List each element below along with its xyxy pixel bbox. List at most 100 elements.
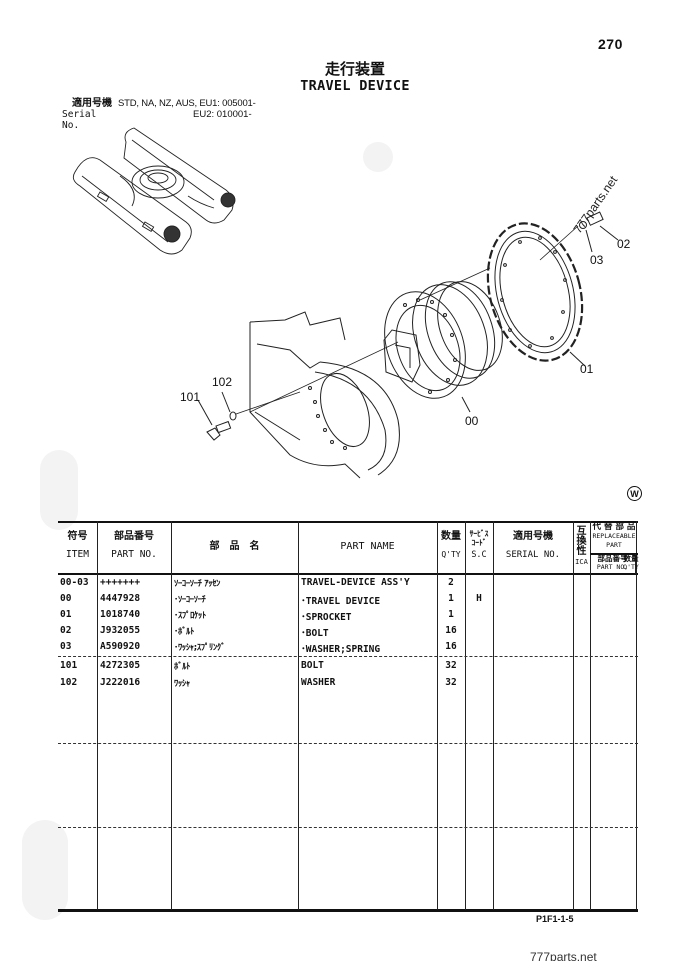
row-group-separator	[58, 827, 638, 828]
header-replaceable: 代 替 部 品 REPLACEABLE PART	[590, 523, 638, 550]
callout-101: 101	[180, 390, 201, 404]
table-row[interactable]: 01 1018740 ･ｽﾌﾟﾛｹｯﾄ ･SPROCKET 1	[58, 607, 638, 623]
header-repl-qty-en: Q'TY	[623, 563, 639, 571]
repl-subheader-rule	[590, 553, 638, 555]
cell-qty: 16	[445, 625, 457, 636]
parts-table: 符号 ITEM 部品番号 PART NO. 部 品 名 PART NAME 数量…	[58, 521, 641, 913]
header-ica-jp1: 互	[576, 526, 587, 537]
header-repl-en1: REPLACEABLE	[592, 532, 636, 540]
cell-name-jp: ﾎﾞﾙﾄ	[174, 662, 191, 672]
serial-label-en: Serial No.	[62, 109, 97, 131]
header-repl-qty-jp: 数量	[623, 554, 639, 563]
cell-qty: 32	[445, 677, 457, 688]
header-service-code: ｻｰﾋﾞｽ ｺｰﾄﾞ S.C	[465, 529, 493, 561]
header-repl-qty: 数量 Q'TY	[621, 554, 641, 572]
scan-smudge	[363, 142, 393, 172]
frame-bracket-illustration	[249, 311, 400, 479]
header-repl-part-no: 部品番号 PART NO.	[590, 555, 635, 572]
cell-part-no: 4272305	[100, 660, 141, 671]
callout-03: 03	[590, 253, 604, 267]
cell-name-en: ･SPROCKET	[301, 612, 352, 623]
cell-name-jp: ｿｰｺｰｿｰﾁ ｱｯｾﾝ	[174, 579, 221, 589]
callout-00: 00	[465, 414, 479, 428]
col-divider	[465, 521, 467, 910]
col-divider	[635, 554, 637, 574]
serial-label-jp: 適用号機	[72, 98, 112, 109]
header-item-en: ITEM	[66, 549, 89, 560]
table-row[interactable]: 00-03 +++++++ ｿｰｺｰｿｰﾁ ｱｯｾﾝ TRAVEL-DEVICE…	[58, 575, 638, 591]
header-qty-en: Q'TY	[441, 550, 461, 559]
page-title-jp: 走行装置	[324, 60, 385, 78]
row-group-separator	[58, 656, 638, 657]
header-ica-en: ICA	[575, 558, 588, 566]
cell-qty: 1	[448, 609, 454, 620]
table-row[interactable]: 03 A590920 ･ﾜｯｼｬ;ｽﾌﾟﾘﾝｸﾞ ･WASHER;SPRING …	[58, 639, 638, 655]
cell-name-en: ･WASHER;SPRING	[301, 644, 381, 655]
bolt-02-illustration	[579, 211, 604, 229]
callout-02: 02	[617, 237, 631, 251]
cell-name-jp: ･ｿｰｺｰｿｰﾁ	[174, 595, 206, 605]
cell-name-en: ･BOLT	[301, 628, 329, 639]
cell-name-en: TRAVEL-DEVICE ASS'Y	[301, 577, 410, 588]
cell-qty: 32	[445, 660, 457, 671]
header-serial-jp: 適用号機	[513, 531, 553, 542]
cell-item: 03	[60, 641, 72, 652]
cell-part-no: J222016	[100, 677, 141, 688]
page-number: 270	[598, 36, 623, 52]
travel-motor-illustration	[383, 281, 503, 399]
cell-name-en: BOLT	[301, 660, 324, 671]
col-divider	[636, 521, 638, 910]
table-row[interactable]: 02 J932055 ･ﾎﾞﾙﾄ ･BOLT 16	[58, 623, 638, 639]
cell-name-jp: ･ｽﾌﾟﾛｹｯﾄ	[174, 611, 206, 621]
header-ica-jp2: 換	[576, 536, 587, 547]
header-qty: 数量 Q'TY	[437, 531, 465, 561]
row-group-separator	[58, 743, 638, 744]
table-top-rule	[58, 521, 638, 523]
header-partno-jp: 部品番号	[114, 531, 154, 542]
col-divider	[590, 521, 592, 910]
cell-qty: 2	[448, 577, 454, 588]
header-item: 符号 ITEM	[58, 531, 97, 561]
figure-code: P1F1-1-5	[536, 914, 574, 924]
cell-item: 00-03	[60, 577, 89, 588]
footer-watermark: 777parts.net	[530, 950, 597, 961]
header-interchangeability: 互 換 性 ICA	[573, 527, 590, 567]
header-repl-en2: PART	[606, 541, 622, 549]
cell-part-no: +++++++	[100, 577, 141, 588]
cell-item: 00	[60, 593, 72, 604]
header-partno-en: PART NO.	[111, 549, 157, 560]
header-sc-jp1: ｻｰﾋﾞｽ	[469, 529, 489, 538]
col-divider	[298, 521, 300, 910]
header-name-jp: 部 品 名	[209, 541, 260, 552]
table-row[interactable]: 101 4272305 ﾎﾞﾙﾄ BOLT 32	[58, 658, 638, 674]
bolt-101-illustration	[206, 411, 237, 441]
cell-part-no: A590920	[100, 641, 141, 652]
scan-smudge	[40, 450, 78, 530]
sprocket-illustration	[486, 222, 584, 362]
cell-item: 102	[60, 677, 78, 688]
scan-smudge	[22, 820, 68, 920]
undercarriage-illustration	[72, 127, 236, 255]
header-part-no: 部品番号 PART NO.	[97, 531, 171, 561]
cell-item: 01	[60, 609, 72, 620]
callout-01: 01	[580, 362, 594, 376]
header-serial-en: SERIAL NO.	[505, 550, 561, 560]
serial-range-2: EU2: 010001-	[193, 109, 252, 120]
cell-name-jp: ･ﾜｯｼｬ;ｽﾌﾟﾘﾝｸﾞ	[174, 643, 226, 653]
col-divider	[97, 521, 99, 910]
table-row[interactable]: 00 4447928 ･ｿｰｺｰｿｰﾁ ･TRAVEL DEVICE 1 H	[58, 591, 638, 607]
table-bottom-rule	[58, 909, 638, 912]
col-divider	[493, 521, 495, 910]
col-divider	[437, 521, 439, 910]
header-repl-partno-en: PART NO.	[596, 563, 629, 571]
header-repl-jp: 代 替 部 品	[592, 522, 636, 532]
header-qty-jp: 数量	[441, 531, 461, 542]
cell-item: 02	[60, 625, 72, 636]
cell-item: 101	[60, 660, 78, 671]
cell-name-en: ･TRAVEL DEVICE	[301, 596, 381, 607]
serial-info: 適用号機 STD, NA, NZ, AUS, EU1: 005001- Seri…	[58, 98, 256, 131]
header-item-jp: 符号	[67, 531, 88, 542]
col-divider	[171, 521, 173, 910]
table-row[interactable]: 102 J222016 ﾜｯｼｬ WASHER 32	[58, 675, 638, 691]
table-header-rule	[58, 573, 638, 575]
